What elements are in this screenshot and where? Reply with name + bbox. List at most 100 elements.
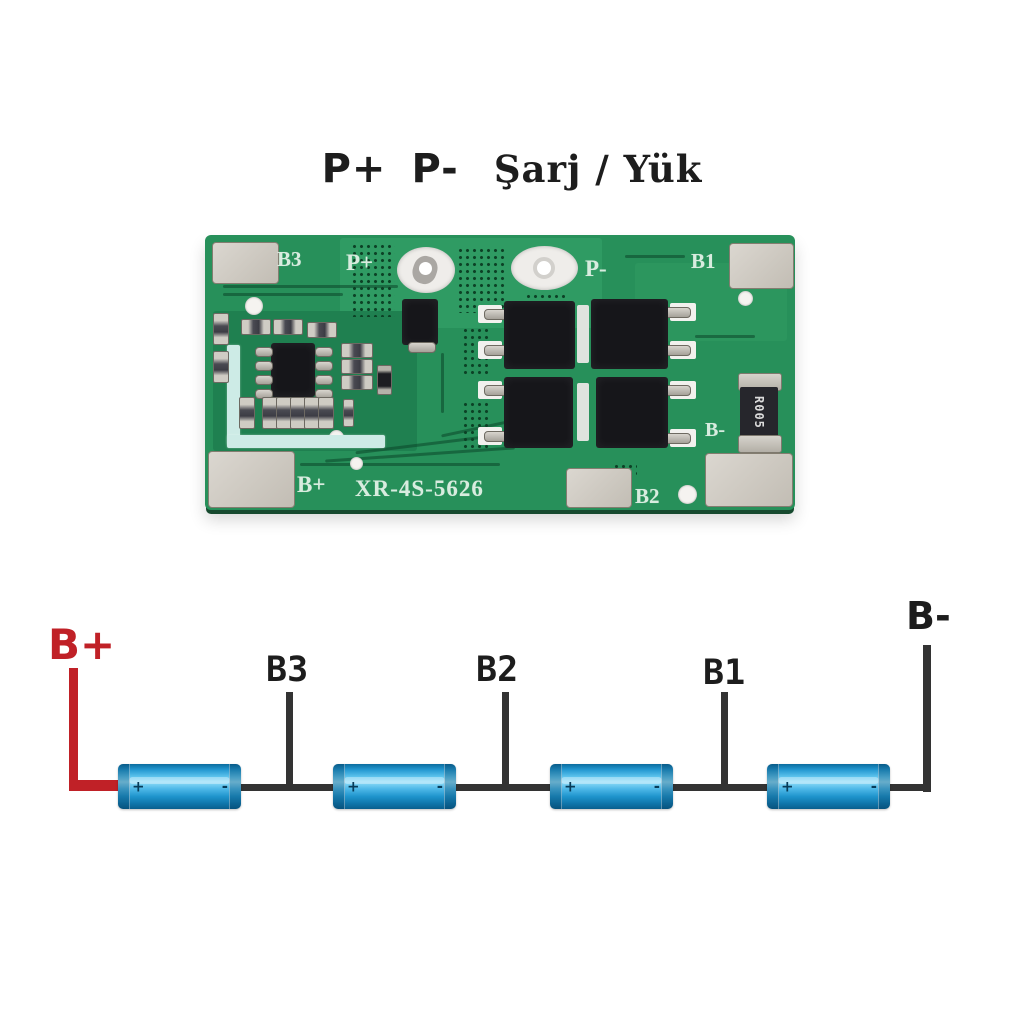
diagram-label-b1: B1 [703, 653, 746, 693]
ic-pin [255, 347, 273, 357]
pcb-trace [300, 463, 500, 466]
diagram-label-b-plus: B+ [48, 620, 116, 669]
smd-resistor [341, 343, 373, 358]
mosfet [596, 377, 668, 448]
smd-resistor [241, 319, 271, 335]
smd-resistor [341, 359, 373, 374]
battery-highlight [778, 777, 879, 784]
ic-pin [255, 375, 273, 385]
pcb-via-grid [351, 243, 395, 317]
battery-minus-sign: - [436, 777, 443, 795]
p-plus-hole [397, 247, 455, 293]
shunt-value-label: R005 [752, 395, 766, 429]
via-hole [245, 297, 263, 315]
positive-wire-vertical [69, 668, 78, 786]
smd-resistor [341, 375, 373, 390]
transistor-tab [408, 342, 436, 353]
pad-b1 [729, 243, 794, 289]
battery-minus-sign: - [653, 777, 660, 795]
battery-cell-3: + - [550, 764, 673, 809]
balance-tap-b1 [721, 692, 728, 791]
smd-diode [377, 365, 392, 395]
pad-b3 [212, 242, 279, 284]
pcb-label-b-minus: B- [705, 419, 725, 441]
ic-pin [315, 347, 333, 357]
title-p-plus: P+ [321, 146, 387, 192]
diagram-label-b2: B2 [476, 650, 519, 690]
battery-plus-sign: + [132, 777, 145, 795]
balance-tap-b3 [286, 692, 293, 791]
diagram-label-b3: B3 [266, 650, 309, 690]
pcb-trace [223, 285, 398, 288]
title-p-minus: P- [411, 146, 459, 192]
battery-minus-sign: - [221, 777, 228, 795]
pcb-label-p-plus: P+ [346, 250, 374, 275]
battery-left-cap [550, 764, 562, 809]
battery-highlight [344, 777, 445, 784]
shunt-body: R005 [740, 387, 778, 437]
battery-highlight [129, 777, 230, 784]
pcb-board: R005 B3 P+ P- B1 B+ XR-4S-5626 B2 B- [205, 235, 795, 510]
transistor [402, 299, 438, 345]
pad-b-plus [208, 451, 295, 508]
pcb-label-b2: B2 [635, 484, 660, 508]
protection-ic-chip [271, 343, 315, 397]
positive-wire-horizontal [69, 780, 122, 791]
smd-resistor [307, 322, 337, 338]
bms-board-image: R005 B3 P+ P- B1 B+ XR-4S-5626 B2 B- [205, 235, 795, 510]
battery-right-cap [661, 764, 673, 809]
pcb-via-grid [457, 247, 505, 313]
mosfet-center-pad [577, 305, 589, 363]
battery-left-cap [333, 764, 345, 809]
hole [533, 257, 555, 279]
title-charge-load: Şarj / Yük [493, 147, 703, 191]
pcb-label-b1: B1 [691, 249, 716, 273]
mosfet [504, 301, 575, 369]
smd-resistor [213, 313, 229, 345]
diagram-label-b-minus: B- [906, 594, 951, 638]
battery-left-cap [767, 764, 779, 809]
battery-right-cap [444, 764, 456, 809]
series-wire [672, 784, 769, 791]
ic-pin [255, 361, 273, 371]
pcb-trace [441, 353, 444, 413]
mosfet [504, 377, 573, 448]
page-title: P+ P- Şarj / Yük [0, 146, 1024, 192]
pcb-label-p-minus: P- [585, 256, 607, 281]
battery-cell-2: + - [333, 764, 456, 809]
pcb-label-b3: B3 [277, 247, 302, 271]
pcb-trace [625, 255, 685, 258]
cyan-trace-vertical [227, 345, 240, 445]
shunt-cap-bottom [738, 435, 782, 453]
battery-right-cap [229, 764, 241, 809]
pad-b-minus [705, 453, 793, 507]
smd-resistor [318, 397, 334, 429]
battery-plus-sign: + [564, 777, 577, 795]
shunt-resistor: R005 [738, 373, 782, 453]
negative-wire-vertical [923, 645, 931, 792]
pcb-trace [223, 293, 343, 296]
ic-pin [315, 375, 333, 385]
mosfet-center-pad [577, 383, 589, 441]
ic-pin [315, 361, 333, 371]
battery-cell-1: + - [118, 764, 241, 809]
pad-b2 [566, 468, 632, 508]
balance-tap-b2 [502, 692, 509, 791]
battery-plus-sign: + [347, 777, 360, 795]
smd-resistor [239, 397, 255, 429]
pcb-model-label: XR-4S-5626 [355, 476, 484, 501]
p-minus-hole [511, 246, 578, 290]
battery-plus-sign: + [781, 777, 794, 795]
mosfet [591, 299, 668, 369]
via-hole [350, 457, 363, 470]
via-hole [678, 485, 697, 504]
pcb-trace [695, 335, 755, 338]
cyan-trace-horizontal [227, 435, 385, 448]
smd-resistor [273, 319, 303, 335]
smd-resistor [343, 399, 354, 427]
battery-left-cap [118, 764, 130, 809]
battery-right-cap [878, 764, 890, 809]
battery-cell-4: + - [767, 764, 890, 809]
smd-resistor [213, 351, 229, 383]
